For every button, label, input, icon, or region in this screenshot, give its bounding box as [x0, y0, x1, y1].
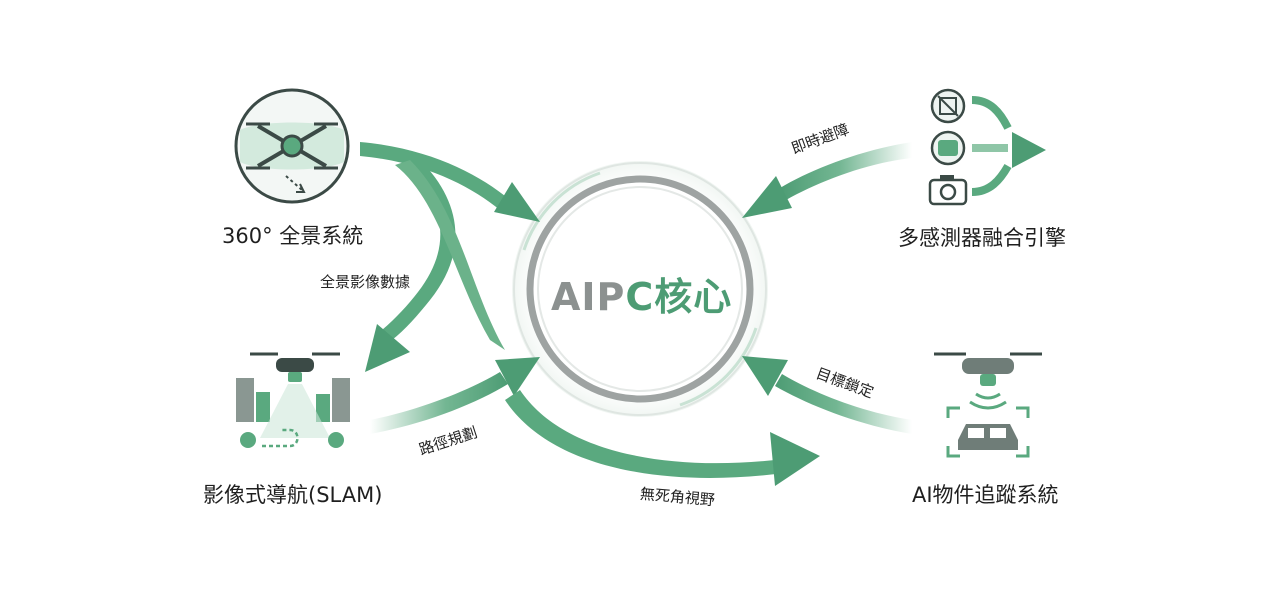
- arrow-slam-to-core: [370, 357, 540, 434]
- arrow-panorama-swoop: [395, 160, 505, 350]
- arrow-panorama-to-slam: [365, 160, 456, 372]
- arrow-sensor-to-core: [742, 142, 912, 218]
- tracking-drone-icon: [934, 352, 1042, 458]
- core-title-part1: AIP: [551, 275, 626, 319]
- arrow-core-to-tracking: [505, 390, 820, 486]
- arrow-panorama-to-core: [360, 142, 540, 222]
- node-label-tracking: AI物件追蹤系統: [912, 483, 1059, 507]
- panorama-drone-icon: [234, 88, 350, 204]
- slam-drone-icon: [236, 352, 350, 448]
- core-title-part2: C核心: [625, 275, 733, 319]
- node-label-panorama: 360° 全景系統: [222, 224, 364, 248]
- core-ring: [512, 161, 768, 417]
- arrow-tracking-to-core: [742, 356, 912, 434]
- sensor-fusion-icon: [928, 88, 1046, 206]
- node-label-slam: 影像式導航(SLAM): [203, 483, 383, 507]
- core-title: AIPC核心: [551, 266, 731, 321]
- edge-label-panorama-data: 全景影像數據: [320, 273, 411, 291]
- node-label-sensor-fusion: 多感測器融合引擎: [898, 226, 1066, 250]
